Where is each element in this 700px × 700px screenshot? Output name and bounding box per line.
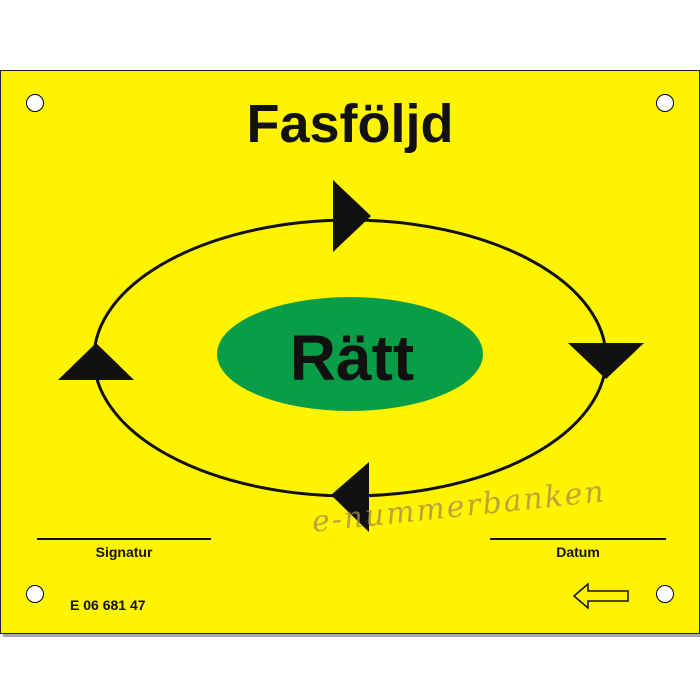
sign-title: Fasföljd [246, 94, 454, 154]
mounting-hole-bottom-left [26, 585, 44, 603]
left-arrow-outline-icon [572, 582, 629, 610]
date-label: Datum [556, 544, 600, 560]
signature-line [37, 538, 211, 540]
mounting-hole-bottom-right [656, 585, 674, 603]
right-arrow-icon [568, 343, 644, 379]
bottom-arrow-icon [331, 462, 369, 532]
signature-label: Signatur [95, 544, 153, 560]
top-arrow-icon [333, 180, 371, 252]
center-label: Rätt [289, 322, 415, 394]
product-code: E 06 681 47 [70, 597, 146, 613]
left-arrow-icon [58, 343, 134, 380]
center-ellipse [217, 297, 483, 411]
date-line [490, 538, 666, 540]
mounting-hole-top-left [26, 94, 44, 112]
mounting-hole-top-right [656, 94, 674, 112]
